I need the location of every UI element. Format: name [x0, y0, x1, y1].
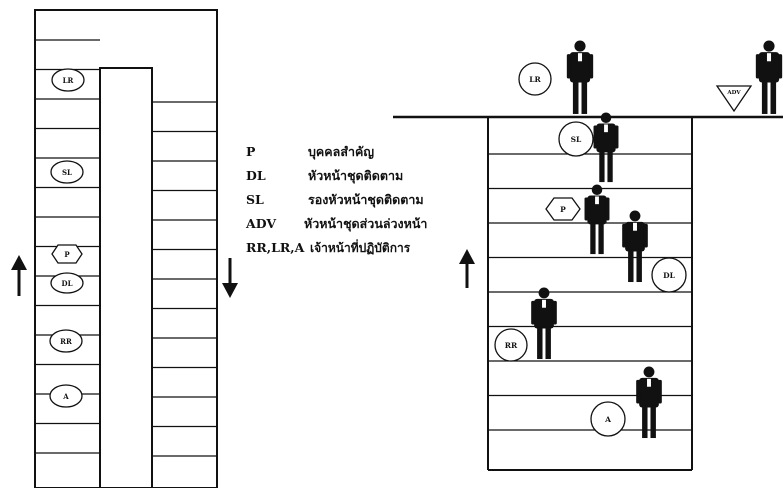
- person-icon: [593, 112, 619, 183]
- legend-code: RR,LR,A: [246, 240, 305, 255]
- right-marker-sl-label: SL: [571, 135, 582, 144]
- left-stairwell-core: [99, 67, 153, 488]
- legend-code: SL: [246, 192, 264, 207]
- right-marker-lr-label: LR: [529, 75, 541, 84]
- person-icon: [566, 40, 594, 114]
- person-icon: [584, 184, 610, 255]
- left-marker-a: A: [49, 384, 83, 408]
- legend-code: ADV: [246, 216, 277, 231]
- right-up-arrow-icon: [459, 249, 475, 288]
- legend-desc: บุคคลสำคัญ: [308, 144, 374, 159]
- left-marker-rr-label: RR: [60, 337, 72, 346]
- right-marker-adv-label: ADV: [726, 90, 741, 96]
- legend-row-dl: DL หัวหน้าชุดติดตาม: [246, 164, 486, 188]
- person-icon: [531, 287, 557, 360]
- legend-desc: เจ้าหน้าที่ปฏิบัติการ: [310, 241, 411, 255]
- left-marker-sl: SL: [50, 160, 84, 184]
- legend-row-adv: ADV หัวหน้าชุดส่วนล่วงหน้า: [246, 212, 486, 236]
- right-marker-sl: SL: [558, 121, 594, 157]
- legend-code: P: [246, 144, 256, 159]
- left-marker-dl: DL: [50, 272, 84, 294]
- person-figures: [531, 40, 783, 439]
- left-marker-dl-label: DL: [62, 279, 73, 288]
- person-icon: [755, 40, 783, 114]
- legend-desc: หัวหน้าชุดติดตาม: [308, 168, 404, 183]
- legend-row-operators: RR,LR,A เจ้าหน้าที่ปฏิบัติการ: [246, 236, 486, 260]
- right-marker-a-label: A: [604, 415, 611, 424]
- person-icon: [636, 366, 662, 439]
- right-marker-lr: LR: [518, 62, 552, 96]
- right-marker-p-label: P: [560, 205, 566, 214]
- right-marker-dl-label: DL: [663, 271, 676, 280]
- down-arrow-icon: [222, 258, 238, 298]
- right-marker-rr: RR: [494, 328, 528, 362]
- legend-desc: รองหัวหน้าชุดติดตาม: [308, 192, 424, 207]
- right-marker-a: A: [590, 401, 626, 437]
- right-staircase: [393, 115, 783, 471]
- left-marker-a-label: A: [62, 392, 69, 401]
- left-marker-lr-label: LR: [63, 76, 74, 85]
- left-marker-p-label: P: [64, 250, 70, 259]
- left-marker-p: P: [51, 244, 83, 264]
- up-arrow-icon: [11, 255, 27, 296]
- left-marker-sl-label: SL: [62, 168, 72, 177]
- left-marker-rr: RR: [49, 329, 83, 353]
- legend: P บุคคลสำคัญ DL หัวหน้าชุดติดตาม SL รองห…: [246, 140, 486, 260]
- left-marker-lr: LR: [51, 68, 85, 92]
- right-marker-rr-label: RR: [505, 341, 518, 350]
- person-icon: [622, 210, 648, 283]
- right-marker-dl: DL: [651, 257, 687, 293]
- legend-desc: หัวหน้าชุดส่วนล่วงหน้า: [304, 216, 428, 231]
- legend-row-p: P บุคคลสำคัญ: [246, 140, 486, 164]
- legend-code: DL: [246, 168, 266, 183]
- right-marker-p: P: [545, 197, 581, 221]
- right-marker-adv: ADV: [715, 85, 753, 113]
- legend-row-sl: SL รองหัวหน้าชุดติดตาม: [246, 188, 486, 212]
